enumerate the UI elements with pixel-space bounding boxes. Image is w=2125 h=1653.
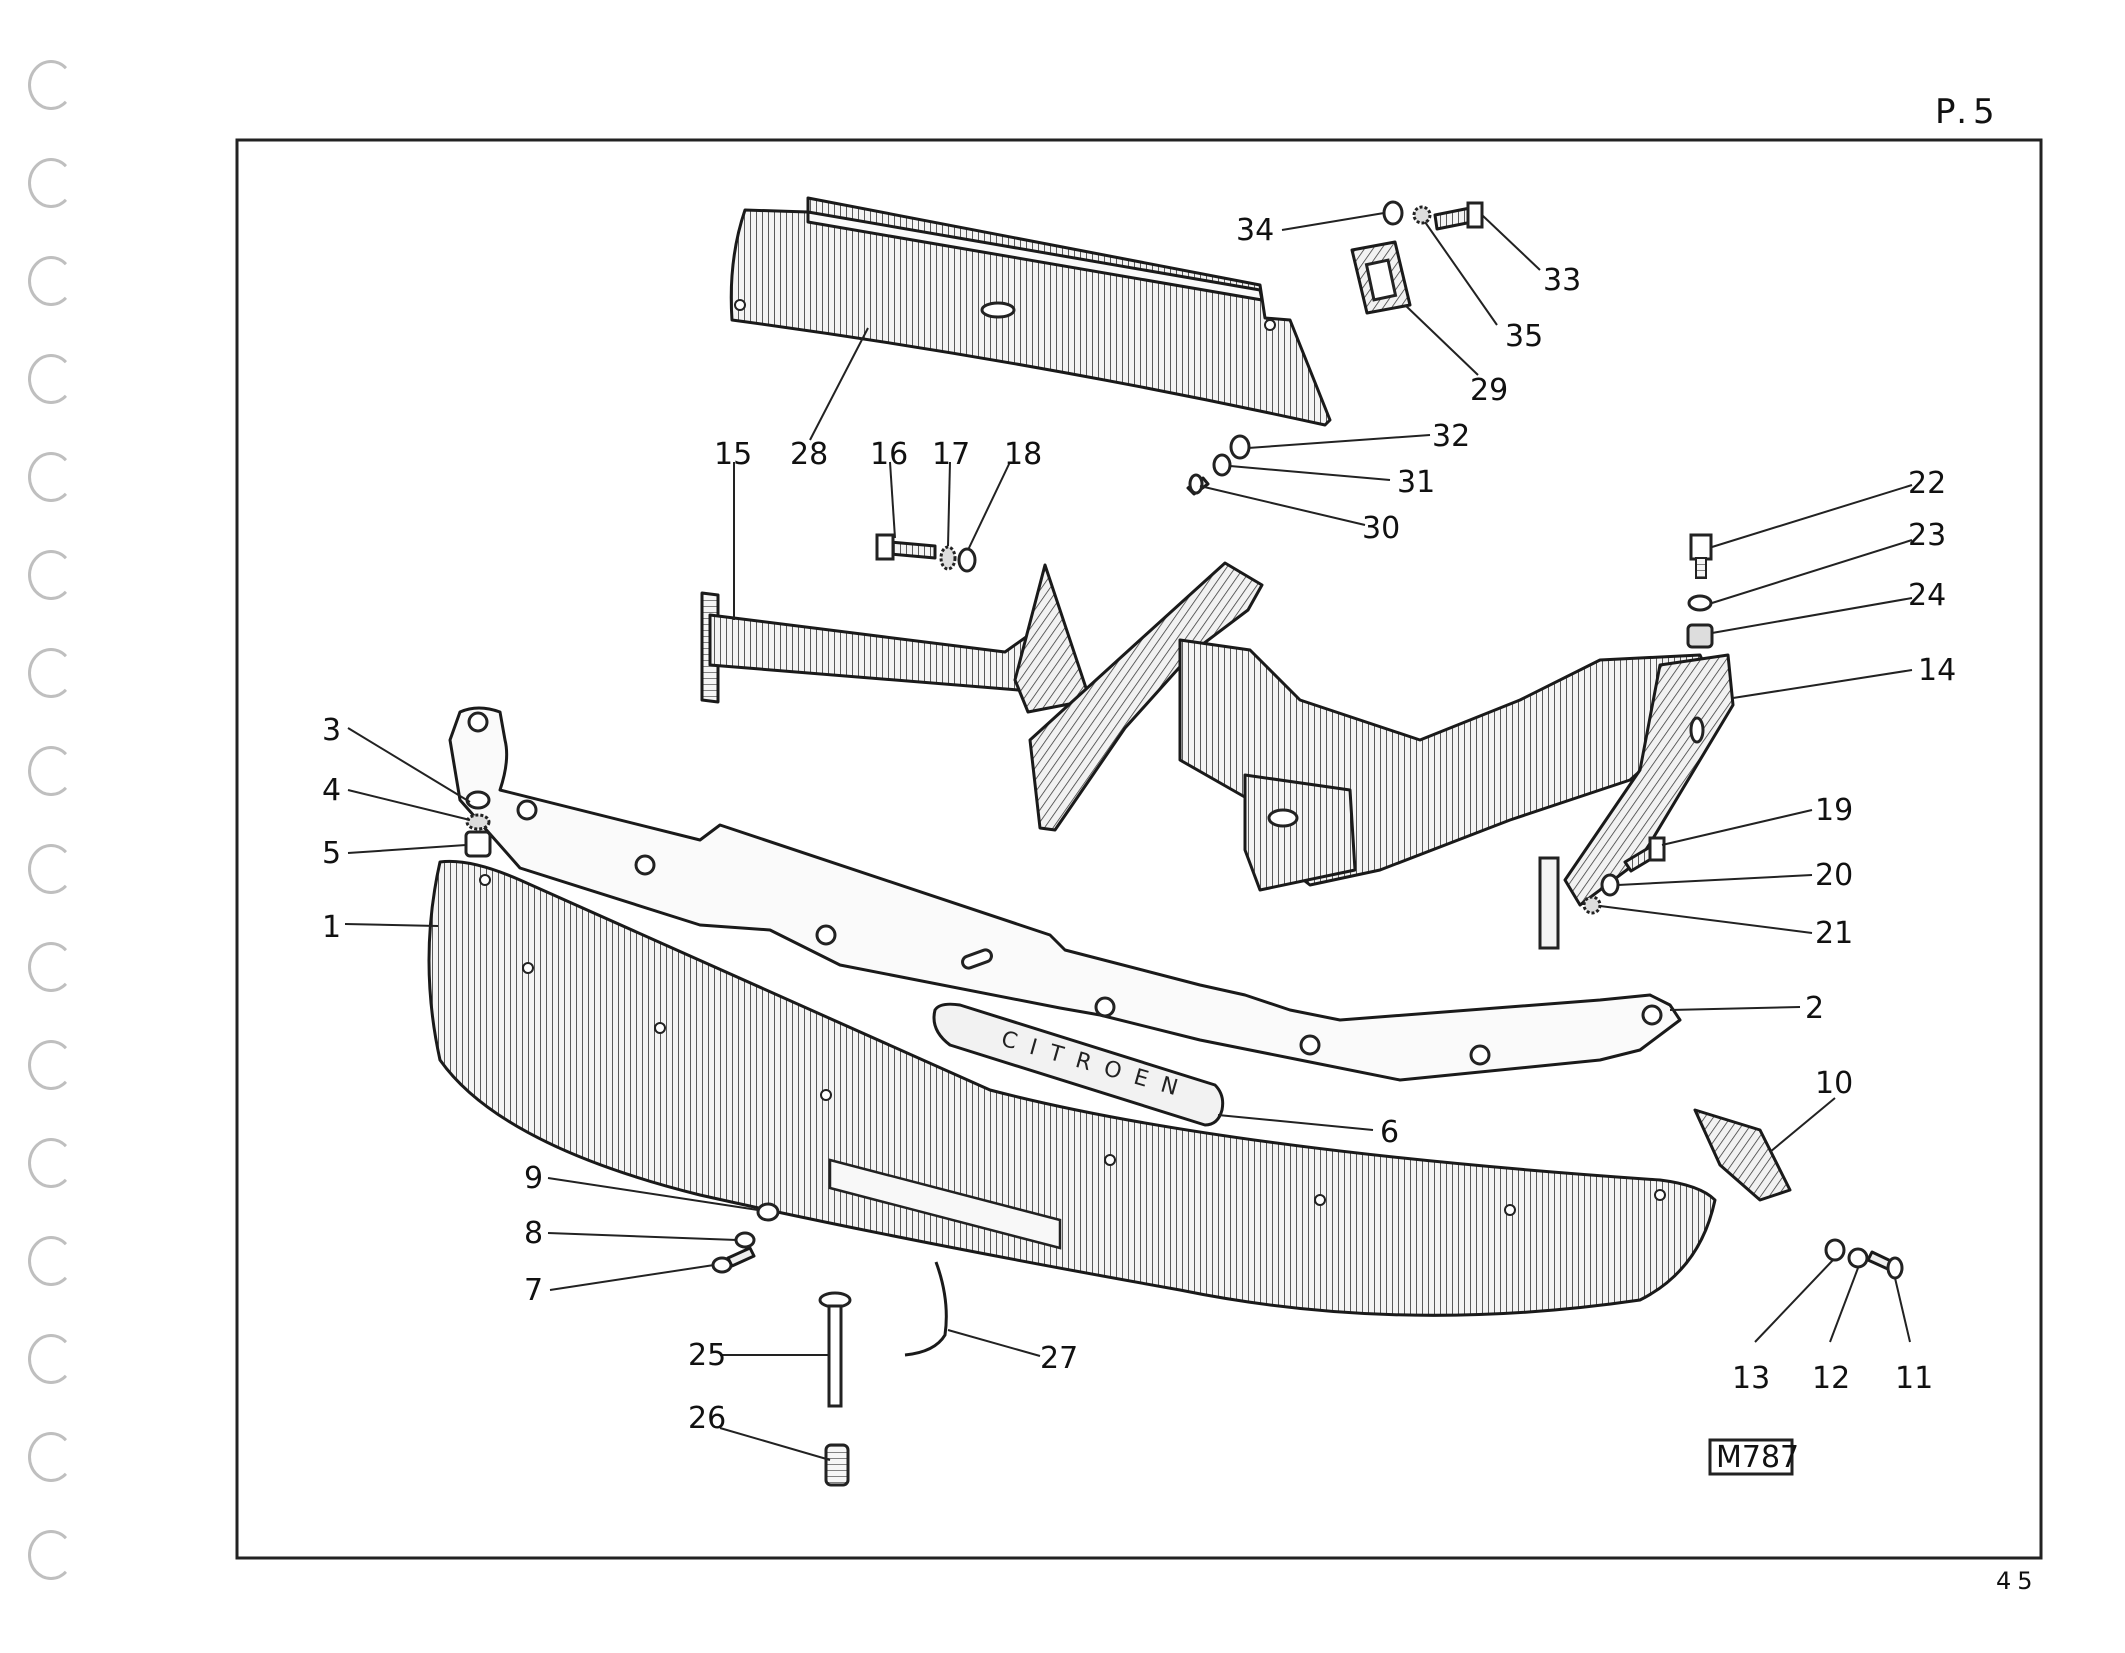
part-13-washer bbox=[1824, 1238, 1846, 1262]
part-31-washer bbox=[1212, 453, 1232, 477]
binder-hole bbox=[28, 648, 74, 698]
callout-4: 4 bbox=[322, 773, 341, 808]
part-23-washer bbox=[1687, 594, 1713, 612]
part-12-washer bbox=[1847, 1247, 1869, 1269]
callout-1: 1 bbox=[322, 910, 341, 945]
part-27-clip bbox=[904, 1261, 948, 1357]
callout-24: 24 bbox=[1908, 578, 1946, 613]
part-32-washer bbox=[1229, 434, 1251, 460]
callout-15: 15 bbox=[714, 437, 752, 472]
callout-26: 26 bbox=[688, 1401, 726, 1436]
part-24-nut bbox=[1686, 623, 1714, 649]
part-30-screw bbox=[1186, 473, 1210, 496]
figure-frame bbox=[235, 138, 2043, 1560]
binder-hole bbox=[28, 550, 74, 600]
callout-28: 28 bbox=[790, 437, 828, 472]
callout-5: 5 bbox=[322, 836, 341, 871]
callout-19: 19 bbox=[1815, 793, 1853, 828]
part-35-lockwasher bbox=[1412, 205, 1432, 225]
binder-hole bbox=[28, 158, 74, 208]
part-15-bracket bbox=[700, 563, 1092, 714]
callout-35: 35 bbox=[1505, 319, 1543, 354]
binder-hole bbox=[28, 452, 74, 502]
callout-13: 13 bbox=[1732, 1361, 1770, 1396]
binder-hole bbox=[28, 1138, 74, 1188]
binder-hole bbox=[28, 256, 74, 306]
binder-hole bbox=[28, 1530, 74, 1580]
part-3-washer bbox=[465, 790, 491, 810]
callout-8: 8 bbox=[524, 1216, 543, 1251]
binder-hole bbox=[28, 942, 74, 992]
callout-23: 23 bbox=[1908, 518, 1946, 553]
binder-hole bbox=[28, 60, 74, 110]
callout-22: 22 bbox=[1908, 466, 1946, 501]
callout-18: 18 bbox=[1004, 437, 1042, 472]
callout-9: 9 bbox=[524, 1161, 543, 1196]
callout-29: 29 bbox=[1470, 373, 1508, 408]
callout-31: 31 bbox=[1397, 465, 1435, 500]
callout-30: 30 bbox=[1362, 511, 1400, 546]
callout-21: 21 bbox=[1815, 916, 1853, 951]
figure-reference: M787 bbox=[1716, 1440, 1799, 1475]
leader-lines bbox=[344, 212, 1913, 1461]
binder-hole bbox=[28, 844, 74, 894]
callout-3: 3 bbox=[322, 713, 341, 748]
part-26-sleeve bbox=[824, 1443, 850, 1487]
part-19-bolt bbox=[1623, 836, 1666, 873]
binder-hole bbox=[28, 1040, 74, 1090]
part-34-washer bbox=[1382, 200, 1404, 226]
binder-hole bbox=[28, 746, 74, 796]
part-5-nut bbox=[464, 830, 492, 858]
part-29-plate bbox=[1350, 240, 1412, 315]
callout-32: 32 bbox=[1432, 419, 1470, 454]
part-4-lockwasher bbox=[465, 813, 491, 831]
callout-11: 11 bbox=[1895, 1361, 1933, 1396]
callout-7: 7 bbox=[524, 1273, 543, 1308]
part-16-bolt bbox=[875, 533, 937, 561]
callout-25: 25 bbox=[688, 1338, 726, 1373]
part-11-screw bbox=[1866, 1250, 1904, 1280]
binder-hole bbox=[28, 354, 74, 404]
part-8-washer bbox=[734, 1231, 756, 1249]
callout-labels: 1 2 3 4 5 6 7 8 9 10 11 12 13 14 15 16 1… bbox=[322, 213, 1956, 1436]
part-14-crossmember bbox=[1028, 561, 1735, 950]
callout-6: 6 bbox=[1380, 1115, 1399, 1150]
part-21-lockwasher bbox=[1582, 895, 1602, 915]
binder-hole bbox=[28, 1236, 74, 1286]
part-17-lockwasher bbox=[939, 545, 957, 571]
callout-14: 14 bbox=[1918, 653, 1956, 688]
part-1-bumper bbox=[427, 859, 1717, 1317]
part-20-washer bbox=[1600, 873, 1620, 897]
callout-34: 34 bbox=[1236, 213, 1274, 248]
page-footer-number: 45 bbox=[1996, 1567, 2039, 1595]
part-33-bolt bbox=[1433, 201, 1484, 231]
part-28-top-panel bbox=[729, 196, 1332, 427]
callout-17: 17 bbox=[932, 437, 970, 472]
part-9-washer bbox=[756, 1202, 780, 1222]
callout-27: 27 bbox=[1040, 1341, 1078, 1376]
part-25-pin bbox=[818, 1291, 852, 1408]
part-10-bracket bbox=[1693, 1108, 1792, 1202]
callout-20: 20 bbox=[1815, 858, 1853, 893]
part-7-screw bbox=[711, 1246, 756, 1274]
callout-10: 10 bbox=[1815, 1066, 1853, 1101]
part-18-washer bbox=[957, 547, 977, 573]
figure-reference-box: M787 bbox=[1708, 1438, 1799, 1476]
callout-12: 12 bbox=[1812, 1361, 1850, 1396]
page-number: P.5 bbox=[1935, 92, 2001, 132]
part-22-bolt bbox=[1689, 533, 1713, 579]
binder-hole bbox=[28, 1334, 74, 1384]
binder-hole bbox=[28, 1432, 74, 1482]
callout-2: 2 bbox=[1805, 991, 1824, 1026]
part-2-reinforcement bbox=[448, 706, 1682, 1082]
callout-16: 16 bbox=[870, 437, 908, 472]
callout-33: 33 bbox=[1543, 263, 1581, 298]
